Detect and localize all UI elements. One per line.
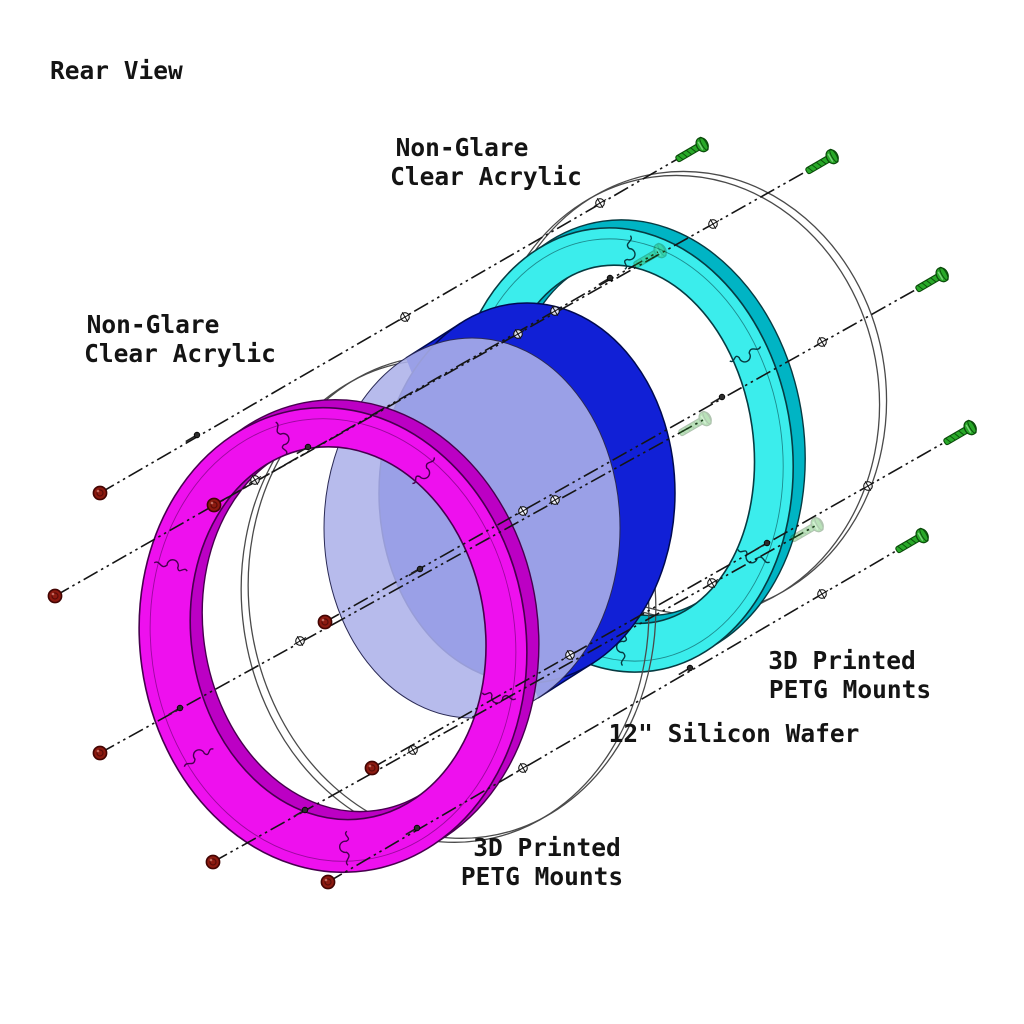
centermark-icon xyxy=(593,197,607,209)
puzzle-joint-icon xyxy=(153,559,188,572)
machine-screw-icon xyxy=(895,527,929,554)
wafer-label: 12" Silicon Wafer xyxy=(609,719,860,748)
bolt-pin-icon xyxy=(296,443,312,455)
machine-screw-hidden-icon xyxy=(678,410,712,437)
machine-screw-icon xyxy=(943,419,977,446)
rear-mount-label-line2: PETG Mounts xyxy=(769,675,931,704)
bolt-pin-icon xyxy=(678,664,694,676)
axis-centerline xyxy=(324,275,941,623)
centermark-icon xyxy=(406,744,420,756)
rear-screw-head-icon xyxy=(205,854,221,870)
centermark-icon xyxy=(516,505,530,517)
puzzle-joint-icon xyxy=(615,631,628,666)
front-acrylic-label-line1: Non-Glare xyxy=(87,310,220,339)
rear-acrylic-label-line2: Clear Acrylic xyxy=(390,162,582,191)
machine-screw-hidden-icon xyxy=(790,516,824,543)
puzzle-joint-icon xyxy=(275,421,290,455)
centermark-icon xyxy=(516,762,530,774)
bolt-pin-icon xyxy=(710,393,726,405)
centermark-icon xyxy=(511,328,525,340)
rear-screw-head-icon xyxy=(320,874,336,890)
centermark-icon xyxy=(705,577,719,589)
centermark-icon xyxy=(861,480,875,492)
ring-bolt-pins xyxy=(168,274,771,836)
puzzle-joint-icon xyxy=(412,457,436,485)
bolt-pin-icon xyxy=(598,274,614,286)
rear-screw-head-icon xyxy=(47,588,63,604)
machine-screw-icon xyxy=(915,266,949,293)
puzzle-joint-icon xyxy=(729,346,762,363)
puzzle-joint-icon xyxy=(624,235,636,270)
front-acrylic-label-line2: Clear Acrylic xyxy=(84,339,276,368)
axis-centerline xyxy=(213,157,831,506)
centermark-icon xyxy=(398,311,412,323)
centerline-intersection-marks xyxy=(248,197,875,774)
axis-centerline xyxy=(99,419,704,754)
front-mount-label-line2: PETG Mounts xyxy=(461,862,623,891)
bolt-pin-icon xyxy=(408,565,424,577)
front-mount-label-line1: 3D Printed xyxy=(473,833,621,862)
rear-screw-head-icon xyxy=(92,745,108,761)
rear-screw-head-icon xyxy=(317,614,333,630)
magenta-ring-front-face xyxy=(138,406,528,874)
puzzle-joint-icon xyxy=(183,748,214,768)
centermark-icon xyxy=(548,494,562,506)
machine-screw-hidden-icon xyxy=(633,242,667,269)
bolt-pin-icon xyxy=(405,824,421,836)
centermark-icon xyxy=(563,649,577,661)
bolt-pin-icon xyxy=(755,539,771,551)
centermark-icon xyxy=(706,218,720,230)
rear-screw-head-icon xyxy=(206,497,222,513)
front-machine-screws xyxy=(633,136,977,554)
rear-screw-head-icon xyxy=(92,485,108,501)
view-title: Rear View xyxy=(50,56,183,85)
puzzle-joint-icon xyxy=(339,830,350,866)
rear-mount-label-line1: 3D Printed xyxy=(768,646,916,675)
magenta-ring-lip-contour xyxy=(149,418,517,862)
bolt-pin-icon xyxy=(293,806,309,818)
machine-screw-icon xyxy=(675,136,709,163)
machine-screw-icon xyxy=(805,148,839,175)
centermark-icon xyxy=(248,474,262,486)
rear-acrylic-label-line1: Non-Glare xyxy=(396,133,529,162)
centermark-icon xyxy=(815,336,829,348)
front-petg-mount-ring xyxy=(138,399,540,874)
centermark-icon xyxy=(815,588,829,600)
centermark-icon xyxy=(293,635,307,647)
bolt-pin-icon xyxy=(168,704,184,716)
bolt-pin-icon xyxy=(185,431,201,443)
rear-screw-head-icon xyxy=(364,760,380,776)
centermark-icon xyxy=(548,305,562,317)
rear-screw-heads xyxy=(47,485,380,890)
